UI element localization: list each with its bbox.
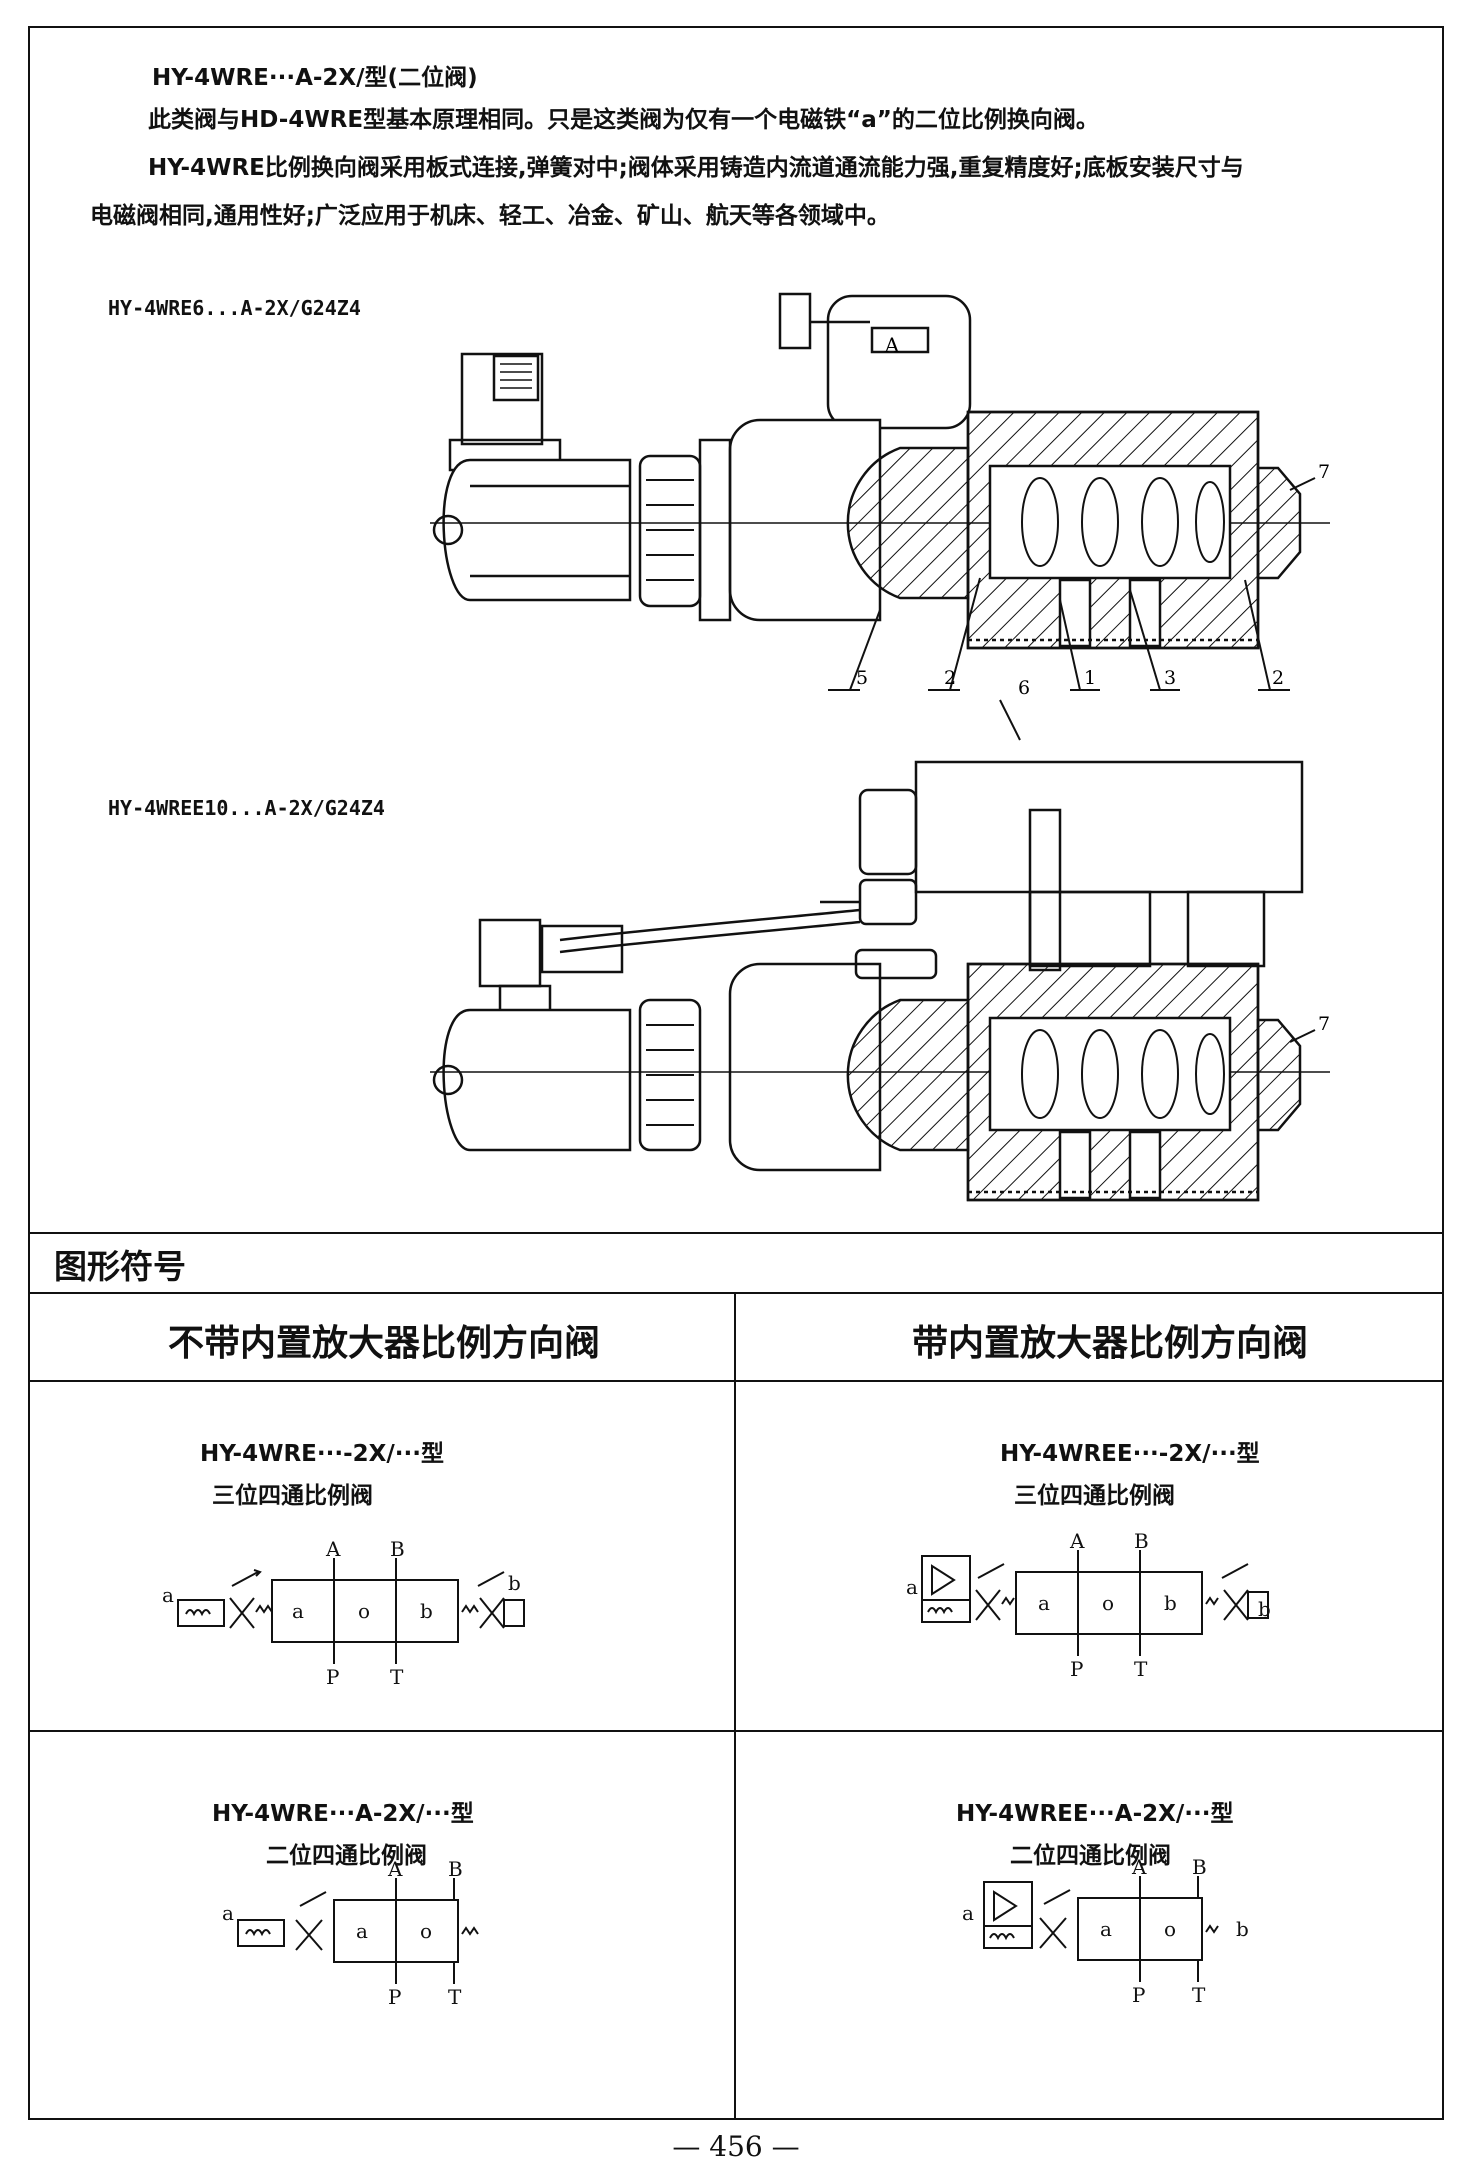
- section-title: HY-4WRE···A-2X/型(二位阀): [152, 65, 478, 91]
- svg-text:o: o: [420, 1919, 432, 1943]
- svg-text:A: A: [325, 1537, 341, 1561]
- svg-text:T: T: [448, 1985, 462, 2009]
- divider: [734, 1292, 736, 2120]
- callout-7a: 7: [1318, 461, 1330, 483]
- svg-text:A: A: [1131, 1855, 1147, 1879]
- svg-text:a: a: [356, 1919, 368, 1943]
- svg-text:B: B: [1134, 1529, 1149, 1553]
- svg-text:o: o: [358, 1599, 370, 1623]
- callout-6: 6: [1018, 677, 1030, 699]
- valve-drawing-1: A 5 2 1 3 2 7 6: [430, 292, 1330, 1202]
- svg-text:b: b: [1236, 1917, 1249, 1941]
- svg-text:P: P: [388, 1985, 401, 2009]
- svg-text:A: A: [387, 1857, 403, 1881]
- svg-text:P: P: [1132, 1983, 1145, 2007]
- intro-line-1: 此类阀与HD-4WRE型基本原理相同。只是这类阀为仅有一个电磁铁“a”的二位比例…: [148, 107, 1099, 133]
- callout-2a: 2: [944, 667, 956, 689]
- coil-label: A: [884, 333, 900, 357]
- divider: [28, 1232, 1444, 1234]
- svg-text:a: a: [1038, 1591, 1050, 1615]
- divider: [28, 1292, 1444, 1294]
- symbol-model: HY-4WRE···-2X/···型: [200, 1441, 444, 1467]
- symbol-desc: 二位四通比例阀: [1010, 1843, 1171, 1869]
- svg-text:B: B: [448, 1857, 463, 1881]
- svg-text:a: a: [222, 1901, 234, 1925]
- callout-3: 3: [1164, 667, 1176, 689]
- divider: [28, 1730, 1444, 1732]
- svg-text:b: b: [508, 1571, 521, 1595]
- column-header-right: 带内置放大器比例方向阀: [912, 1323, 1309, 1364]
- symbol-model: HY-4WREE···A-2X/···型: [956, 1801, 1234, 1827]
- callout-7b: 7: [1318, 1013, 1330, 1035]
- svg-text:T: T: [1134, 1657, 1148, 1681]
- svg-text:T: T: [390, 1665, 404, 1689]
- svg-text:a: a: [962, 1901, 974, 1925]
- intro-line-3: 电磁阀相同,通用性好;广泛应用于机床、轻工、冶金、矿山、航天等各领域中。: [90, 203, 890, 229]
- page-frame: [28, 26, 1444, 2120]
- hydraulic-symbols: a o b A B P T a b a o b A B P T a b a o …: [162, 1529, 1271, 2009]
- svg-text:o: o: [1102, 1591, 1114, 1615]
- divider: [28, 1380, 1444, 1382]
- symbol-model: HY-4WREE···-2X/···型: [1000, 1441, 1260, 1467]
- symbol-desc: 三位四通比例阀: [1014, 1483, 1175, 1509]
- svg-text:o: o: [1164, 1917, 1176, 1941]
- svg-text:a: a: [906, 1575, 918, 1599]
- svg-text:P: P: [326, 1665, 339, 1689]
- svg-text:B: B: [390, 1537, 405, 1561]
- symbols-section-title: 图形符号: [54, 1247, 186, 1286]
- column-header-left: 不带内置放大器比例方向阀: [168, 1323, 601, 1364]
- callout-5: 5: [856, 667, 868, 689]
- svg-text:P: P: [1070, 1657, 1083, 1681]
- symbol-desc: 三位四通比例阀: [212, 1483, 373, 1509]
- svg-text:a: a: [162, 1583, 174, 1607]
- model-label-2: HY-4WREE10...A-2X/G24Z4: [108, 796, 385, 820]
- svg-text:b: b: [1164, 1591, 1177, 1615]
- svg-text:a: a: [1100, 1917, 1112, 1941]
- symbol-desc: 二位四通比例阀: [266, 1843, 427, 1869]
- model-label-1: HY-4WRE6...A-2X/G24Z4: [108, 296, 361, 320]
- page-number: — 456 —: [672, 2130, 800, 2163]
- svg-text:A: A: [1069, 1529, 1085, 1553]
- symbol-model: HY-4WRE···A-2X/···型: [212, 1801, 474, 1827]
- svg-text:B: B: [1192, 1855, 1207, 1879]
- svg-text:a: a: [292, 1599, 304, 1623]
- svg-text:b: b: [1258, 1597, 1271, 1621]
- callout-2b: 2: [1272, 667, 1284, 689]
- callout-1: 1: [1084, 667, 1096, 689]
- intro-line-2: HY-4WRE比例换向阀采用板式连接,弹簧对中;阀体采用铸造内流道通流能力强,重…: [148, 155, 1244, 181]
- svg-text:T: T: [1192, 1983, 1206, 2007]
- svg-text:b: b: [420, 1599, 433, 1623]
